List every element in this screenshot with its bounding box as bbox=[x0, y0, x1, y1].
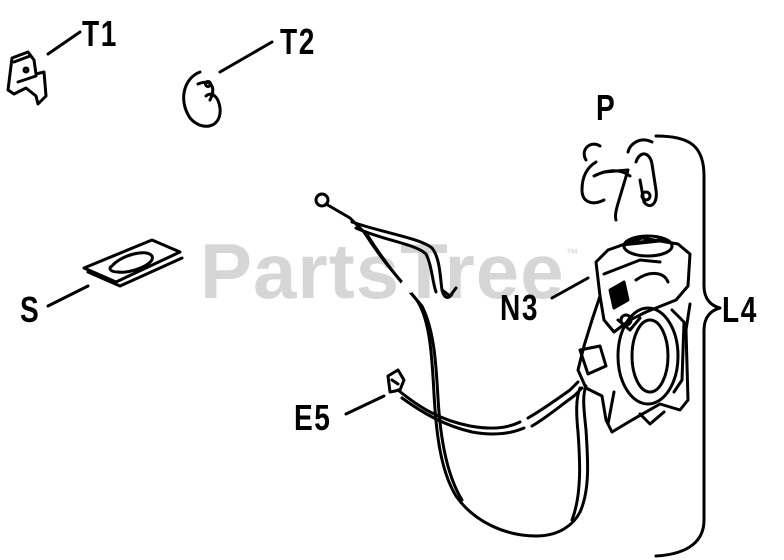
leader-t1 bbox=[46, 30, 82, 56]
watermark-trademark: ™ bbox=[566, 246, 578, 260]
clip-t1-part bbox=[6, 50, 48, 106]
watermark-text: PartsTree bbox=[200, 227, 565, 315]
leader-s bbox=[46, 284, 90, 308]
leader-e5 bbox=[344, 394, 386, 416]
wire-harness bbox=[314, 192, 590, 538]
callout-l4: L4 bbox=[722, 289, 758, 330]
callout-n3: N3 bbox=[500, 287, 540, 328]
ignition-module-n3-part bbox=[576, 234, 692, 434]
leader-n3 bbox=[550, 276, 590, 300]
callout-t2: T2 bbox=[280, 21, 316, 62]
clamp-t2-part bbox=[182, 70, 222, 128]
callout-p: P bbox=[596, 87, 617, 128]
lead-e5-part bbox=[386, 368, 584, 436]
spring-p-part bbox=[580, 138, 658, 222]
callout-s: S bbox=[20, 289, 41, 330]
gasket-s-part bbox=[82, 238, 184, 288]
leader-t2 bbox=[218, 40, 274, 74]
callout-t1: T1 bbox=[82, 13, 118, 54]
brace-l4 bbox=[654, 134, 722, 558]
callout-e5: E5 bbox=[294, 397, 332, 438]
